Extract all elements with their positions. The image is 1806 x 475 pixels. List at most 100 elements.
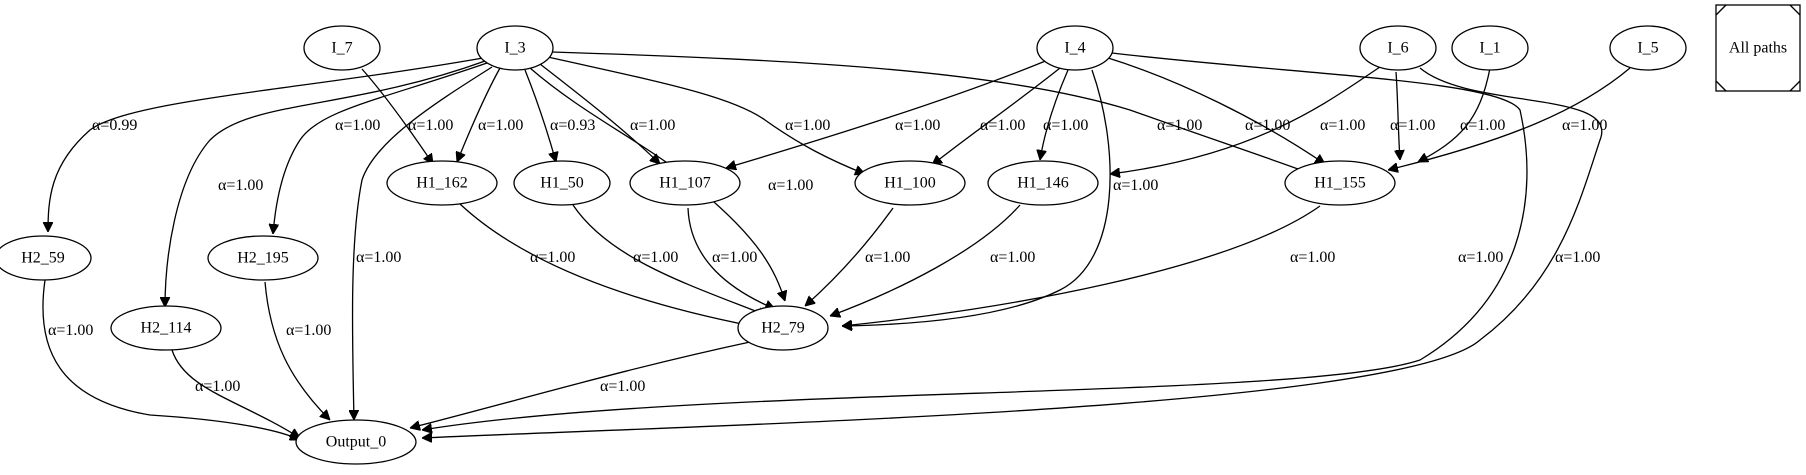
- edge-label-H1_50-H2_79: α=1.00: [633, 249, 678, 266]
- edge-labels: α=0.99 α=1.00 α=1.00 α=1.00 α=1.00 α=1.0…: [48, 117, 1607, 395]
- edge-label-H2_195-Output_0: α=1.00: [286, 322, 331, 339]
- node-label-I_6: I_6: [1387, 40, 1408, 57]
- edge-I_4-H1_155: [1104, 56, 1325, 164]
- node-I_7: I_7: [303, 25, 381, 71]
- edges: [42, 51, 1631, 441]
- edge-label-I_3-Output_0: α=1.00: [356, 249, 401, 266]
- edge-H1_155-H2_79: [842, 205, 1321, 326]
- nodes: I_7 I_3 I_4 I_6 I_1 I_5 H1_162 H1_50: [0, 25, 1687, 465]
- edge-label-I_7-H1_162: α=1.00: [408, 117, 453, 134]
- edge-H1_100-H2_79: [805, 207, 894, 306]
- legend-box: All paths: [1715, 4, 1801, 92]
- node-label-I_5: I_5: [1637, 40, 1658, 57]
- edge-label-I_3-H2_195: α=1.00: [335, 117, 380, 134]
- edge-label-H2_114-Output_0: α=1.00: [195, 378, 240, 395]
- edge-I_3-H1_155: [551, 51, 1312, 174]
- node-I_4: I_4: [1036, 25, 1114, 71]
- edge-I_4-H1_100: [932, 67, 1061, 165]
- edge-I_3-H1_50: [524, 69, 556, 162]
- edge-I_3-H2_195: [273, 62, 488, 234]
- edge-label-I_6-H1_155: α=1.00: [1390, 117, 1435, 134]
- edge-I_3-Output_0: [352, 66, 493, 420]
- edge-label-I_3-H1_100: α=1.00: [785, 117, 830, 134]
- edge-label-I_4-Output_0: α=1.00: [1458, 249, 1503, 266]
- edge-label-I_3-H1_107: α=1.00: [630, 117, 675, 134]
- edge-label-I_4-H1_146: α=1.00: [1043, 117, 1088, 134]
- node-label-H1_50: H1_50: [540, 175, 584, 192]
- edge-label-I_4-H1_107: α=1.00: [895, 117, 940, 134]
- node-label-I_7: I_7: [331, 40, 352, 57]
- edge-label-I_3-H2_114: α=1.00: [218, 177, 263, 194]
- edge-label-H1_146-H2_79: α=1.00: [990, 249, 1035, 266]
- node-label-H2_195: H2_195: [237, 250, 289, 267]
- edge-I_1-H1_155: [1418, 67, 1491, 163]
- node-label-H1_100: H1_100: [884, 175, 936, 192]
- edge-H2_59-Output_0: [42, 279, 300, 441]
- edge-H2_195-Output_0: [264, 281, 330, 420]
- edge-label-I_3-H2_79: α=1.00: [768, 177, 813, 194]
- edge-I_4-Output_0: [422, 52, 1528, 430]
- edge-label-I_3-H1_50: α=0.93: [550, 117, 595, 134]
- node-H2_114: H2_114: [110, 305, 222, 351]
- node-I_5: I_5: [1609, 25, 1687, 71]
- node-H1_155: H1_155: [1284, 160, 1396, 206]
- edge-H2_79-Output_0: [410, 341, 751, 428]
- node-label-H2_114: H2_114: [141, 320, 192, 337]
- node-I_1: I_1: [1451, 25, 1529, 71]
- node-label-I_1: I_1: [1479, 40, 1500, 57]
- edge-label-I_6-H1_146: α=1.00: [1320, 117, 1365, 134]
- node-label-H2_59: H2_59: [21, 250, 65, 267]
- edge-I_3-H1_107: [539, 63, 660, 164]
- node-H1_146: H1_146: [987, 160, 1099, 206]
- edge-I_5-H1_155: [1388, 67, 1631, 170]
- node-H1_107: H1_107: [629, 160, 741, 206]
- edge-label-H1_107-H2_79: α=1.00: [712, 249, 757, 266]
- edge-I_7-H1_162: [361, 68, 433, 164]
- edge-I_4-H1_146: [1040, 69, 1069, 160]
- node-I_6: I_6: [1359, 25, 1437, 71]
- edge-label-I_3-H1_162: α=1.00: [478, 117, 523, 134]
- node-H1_50: H1_50: [513, 160, 611, 206]
- edge-label-H1_100-H2_79: α=1.00: [865, 249, 910, 266]
- node-label-I_4: I_4: [1064, 40, 1085, 57]
- edge-H1_146-H2_79: [830, 204, 1021, 316]
- edge-label-I_3-H1_155: α=1.00: [1157, 117, 1202, 134]
- edge-I_4-H2_79: [842, 69, 1111, 326]
- node-H1_100: H1_100: [854, 160, 966, 206]
- legend-label: All paths: [1729, 40, 1787, 57]
- node-H2_79: H2_79: [737, 305, 829, 351]
- edge-I_3-H1_100: [547, 56, 865, 174]
- node-label-H1_162: H1_162: [416, 175, 468, 192]
- edge-I_6-H1_146: [1110, 66, 1381, 174]
- node-I_3: I_3: [476, 25, 554, 71]
- edge-label-H2_79-Output_0: α=1.00: [600, 378, 645, 395]
- edge-label-H2_59-Output_0: α=1.00: [48, 322, 93, 339]
- edge-label-I_4-H1_155: α=1.00: [1245, 117, 1290, 134]
- edge-label-I_1-H1_155: α=1.00: [1460, 117, 1505, 134]
- node-label-H1_146: H1_146: [1017, 175, 1069, 192]
- edge-H1_162-H2_79: [459, 203, 752, 326]
- node-label-H1_155: H1_155: [1314, 175, 1366, 192]
- node-label-Output_0: Output_0: [326, 434, 386, 451]
- edge-H1_107-H2_79: [687, 207, 775, 309]
- node-Output_0: Output_0: [295, 419, 417, 465]
- edge-label-I_5-H1_155: α=1.00: [1562, 117, 1607, 134]
- edge-I_3-H1_162: [457, 67, 501, 162]
- node-label-H2_79: H2_79: [761, 320, 805, 337]
- edge-I_3-H2_114: [165, 60, 486, 307]
- edge-label-I_4-H1_100: α=1.00: [980, 117, 1025, 134]
- edge-I_3-H2_59: [48, 57, 484, 232]
- node-H2_59: H2_59: [0, 235, 92, 281]
- edge-label-H1_155-H2_79: α=1.00: [1290, 249, 1335, 266]
- node-label-I_3: I_3: [504, 40, 525, 57]
- edge-label-I_6-Output_0: α=1.00: [1555, 249, 1600, 266]
- edge-label-I_3-H2_59: α=0.99: [92, 117, 137, 134]
- edge-label-I_4-H2_79: α=1.00: [1113, 177, 1158, 194]
- edge-H1_50-H2_79: [572, 204, 768, 316]
- edge-label-H1_162-H2_79: α=1.00: [530, 249, 575, 266]
- node-H1_162: H1_162: [386, 160, 498, 206]
- edge-H2_114-Output_0: [171, 349, 300, 438]
- edge-I_6-H1_155: [1396, 71, 1400, 160]
- edge-I_4-H1_107: [726, 59, 1049, 168]
